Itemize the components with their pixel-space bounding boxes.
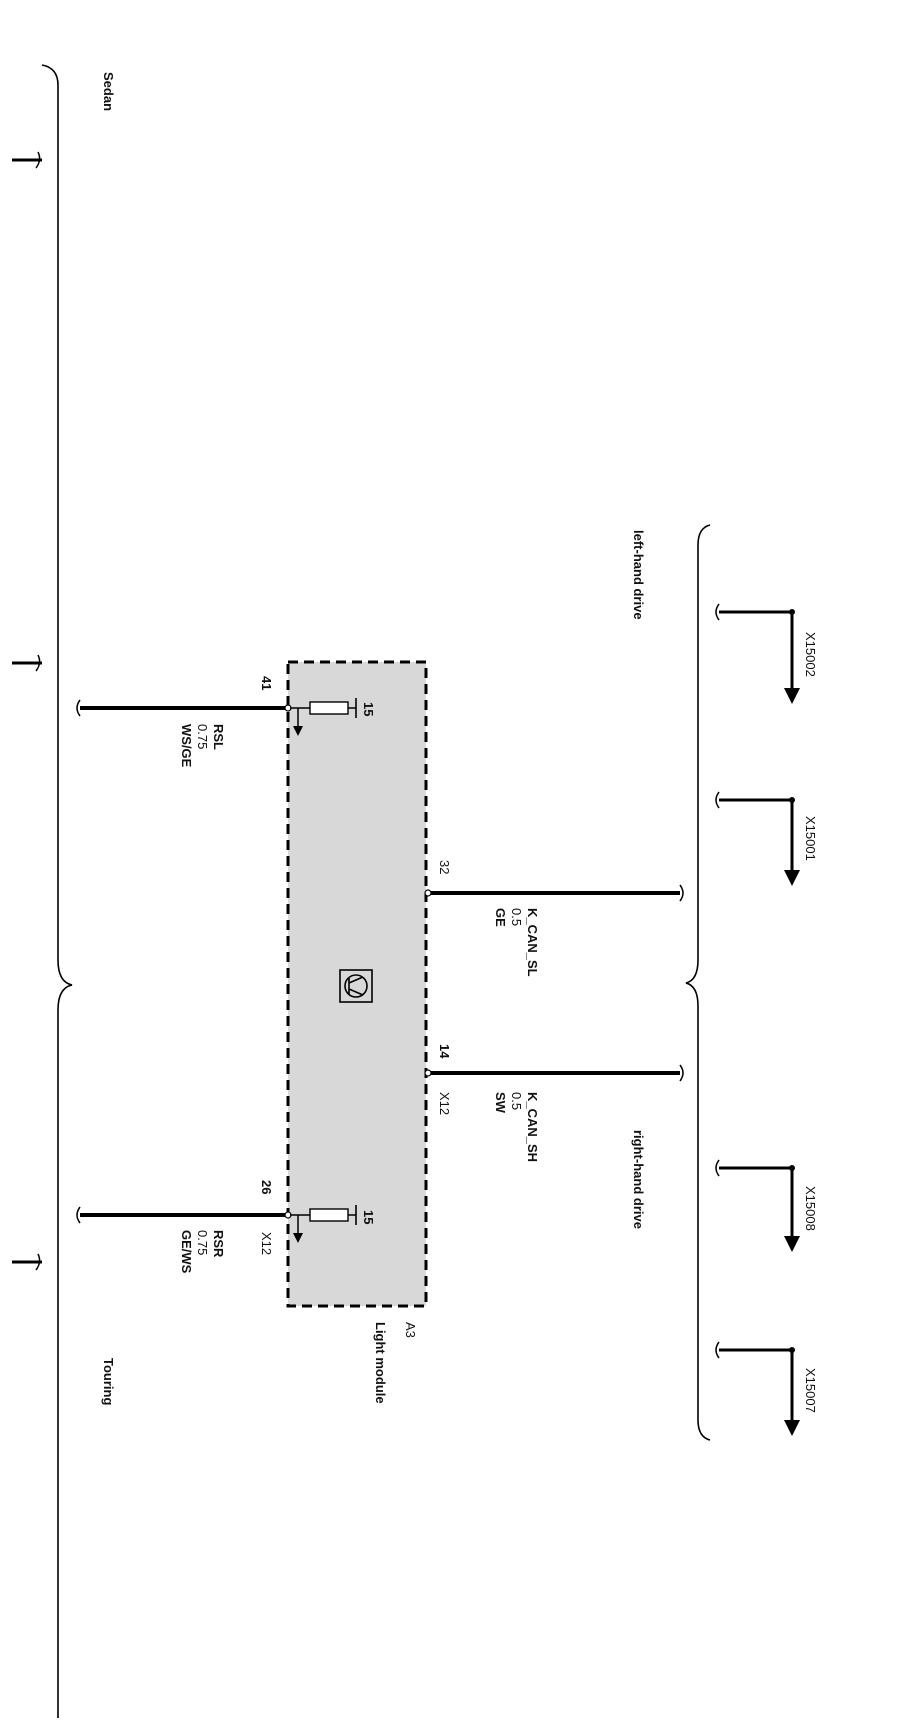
sedan-label: Sedan	[101, 72, 116, 111]
rsr-connector: X12	[259, 1232, 274, 1255]
can-sh-color: SW	[493, 1092, 508, 1114]
variant-brace	[41, 64, 73, 1718]
rsl-wire	[76, 698, 357, 736]
can-sh-pin: 14	[437, 1044, 452, 1059]
can-sl-pin: 32	[437, 860, 452, 874]
rsr-color: GE/WS	[179, 1230, 194, 1274]
rsl-supply: 15	[361, 702, 376, 716]
connector-x15001	[715, 791, 800, 886]
can-sl-color: GE	[493, 908, 508, 927]
drive-brace	[685, 524, 711, 1441]
can-sl-wire	[424, 884, 684, 902]
can-sl-signal: K_CAN_SL	[525, 908, 540, 977]
can-sh-size: 0.5	[509, 1092, 524, 1110]
x15008-label: X15008	[803, 1186, 818, 1231]
rsl-size: 0.75	[195, 724, 210, 749]
connector-x15008	[715, 1159, 800, 1252]
right-hand-drive-label: right-hand drive	[631, 1130, 646, 1229]
x15002-label: X15002	[803, 632, 818, 677]
rsr-pin: 26	[259, 1180, 274, 1194]
x15001-label: X15001	[803, 816, 818, 861]
can-sh-signal: K_CAN_SH	[525, 1092, 540, 1162]
rsl-signal: RSL	[211, 724, 226, 750]
left-hand-drive-label: left-hand drive	[631, 530, 646, 620]
can-sh-connector: X12	[437, 1092, 452, 1115]
rail-tick-top	[12, 151, 42, 169]
rail-tick-middle	[12, 654, 42, 672]
rsl-pin: 41	[259, 676, 274, 690]
module-id: A3	[403, 1322, 418, 1338]
rsr-size: 0.75	[195, 1230, 210, 1255]
rsl-color: WS/GE	[179, 724, 194, 768]
rsr-supply: 15	[361, 1210, 376, 1224]
transistor-icon	[339, 969, 373, 1003]
rsr-wire	[76, 1205, 357, 1243]
can-sh-wire	[424, 1064, 684, 1082]
x15007-label: X15007	[803, 1368, 818, 1413]
module-name: Light module	[373, 1322, 388, 1404]
rail-tick-bottom	[12, 1253, 42, 1271]
can-sl-size: 0.5	[509, 908, 524, 926]
touring-label: Touring	[101, 1358, 116, 1405]
connector-x15007	[715, 1341, 800, 1436]
rsr-signal: RSR	[211, 1230, 226, 1258]
light-module-box	[286, 660, 428, 1308]
connector-x15002	[715, 603, 800, 704]
